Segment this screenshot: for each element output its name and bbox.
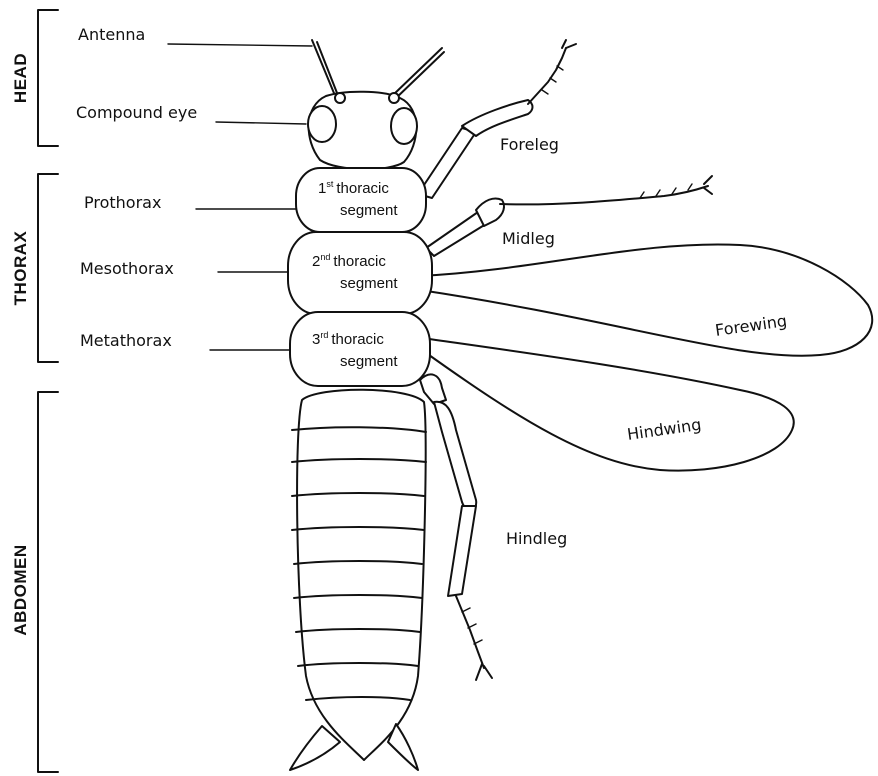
prothorax-shape — [296, 168, 426, 232]
antenna-right-shape — [392, 48, 442, 96]
mesothorax-shape — [288, 232, 432, 314]
svg-text:segment: segment — [340, 275, 398, 292]
svg-text:segment: segment — [340, 202, 398, 219]
antenna-left-shape — [312, 40, 336, 98]
antenna-leader — [168, 44, 312, 46]
cercus-right-shape — [388, 724, 418, 770]
antenna-label: Antenna — [78, 25, 145, 44]
forewing-shape — [420, 244, 872, 355]
foreleg-shape — [418, 40, 576, 198]
hindwing-shape — [422, 338, 794, 471]
thorax-bracket — [38, 174, 58, 362]
abdomen-bracket — [38, 392, 58, 772]
thorax-region-label: THORAX — [11, 230, 30, 305]
abdomen-region-label: ABDOMEN — [11, 544, 30, 635]
compound-eye-left-shape — [308, 106, 336, 142]
hindleg-label: Hindleg — [506, 529, 567, 548]
midleg-label: Midleg — [502, 229, 555, 248]
midleg-shape — [426, 176, 712, 256]
abdomen-shape — [297, 390, 426, 760]
cercus-left-shape — [290, 726, 340, 770]
antenna-left-shape-2 — [317, 42, 339, 98]
compound-eye-leader — [216, 122, 306, 124]
mesothorax-label: Mesothorax — [80, 259, 174, 278]
antenna-socket-left — [335, 93, 345, 103]
head-bracket — [38, 10, 58, 146]
metathorax-label: Metathorax — [80, 331, 172, 350]
svg-text:segment: segment — [340, 353, 398, 370]
metathorax-shape — [290, 312, 430, 386]
compound-eye-label: Compound eye — [76, 103, 197, 122]
antenna-right-shape-2 — [394, 52, 444, 100]
hindleg-shape — [420, 374, 492, 680]
head-region-label: HEAD — [11, 53, 30, 103]
compound-eye-right-shape — [391, 108, 417, 144]
antenna-socket-right — [389, 93, 399, 103]
prothorax-label: Prothorax — [84, 193, 161, 212]
foreleg-label: Foreleg — [500, 135, 559, 154]
